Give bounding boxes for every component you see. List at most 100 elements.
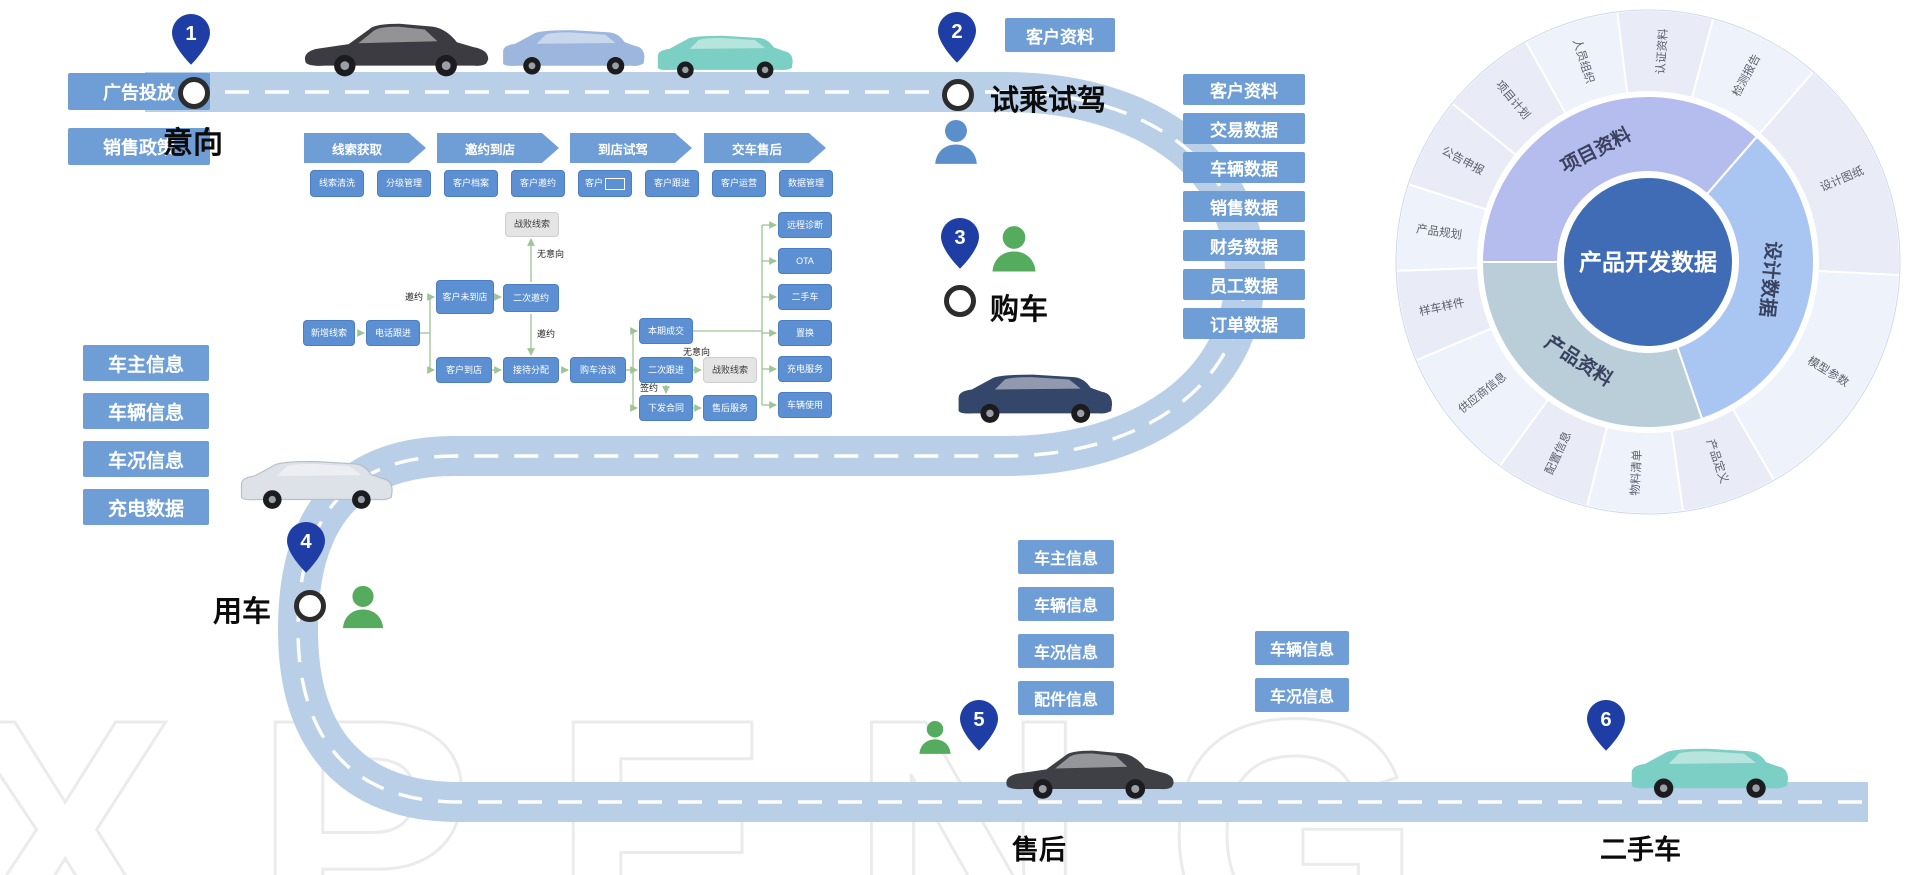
map-pin-3: 3 — [941, 218, 979, 274]
car-suv-icon — [958, 374, 1113, 423]
flow-task-box: 客户跟进 — [645, 170, 699, 197]
customer-data-box: 车辆数据 — [1183, 152, 1305, 183]
car-suv-icon — [503, 30, 645, 75]
flow-edge-label: 邀约 — [405, 292, 424, 302]
flow-edge-label: 签约 — [640, 383, 659, 393]
person-icon-blue — [935, 119, 977, 164]
usage-data-box: 充电数据 — [83, 489, 209, 525]
car-suv-icon — [1631, 748, 1788, 798]
flow-task-box: 客户运营 — [712, 170, 766, 197]
flow-node: 置换 — [778, 320, 832, 346]
flow-phase-header: 到店试驾 — [570, 133, 692, 163]
person-icon-green — [919, 720, 951, 754]
customer-data-box: 订单数据 — [1183, 308, 1305, 339]
aftersales-data-box: 配件信息 — [1018, 681, 1114, 715]
flow-node: 远程诊断 — [778, 212, 832, 238]
flow-node: 客户未到店 — [436, 280, 494, 314]
sunburst-inner-segment — [1480, 261, 1704, 429]
stage-marker-testdrive — [942, 79, 974, 111]
sunburst-center-title: 产品开发数据 — [1579, 249, 1717, 275]
product-development-sunburst: 项目计划人员组织认证资料检测报告设计图纸模型参数产品定义物料清单配置信息供应商信… — [1390, 4, 1920, 529]
road-center-line — [145, 90, 1868, 804]
usage-data-box: 车况信息 — [83, 441, 209, 477]
flow-edge-label: 无意向 — [537, 249, 565, 259]
flow-node: 新增线索 — [303, 320, 355, 346]
sunburst-label: 物料清单 — [1628, 449, 1644, 496]
flow-node: 售后服务 — [703, 395, 757, 421]
flow-node: 二手车 — [778, 284, 832, 310]
pin-2-number: 2 — [951, 21, 962, 43]
customer-data-column: 客户资料交易数据车辆数据销售数据财务数据员工数据订单数据 — [1183, 74, 1305, 347]
flow-node: 下发合同 — [639, 395, 693, 421]
test-drive-data-tag: 客户资料 — [1005, 18, 1115, 52]
usage-data-box: 车主信息 — [83, 345, 209, 381]
customer-data-box: 客户资料 — [1183, 74, 1305, 105]
map-pin-5: 5 — [960, 700, 998, 756]
stage-label-intent: 意向 — [163, 127, 223, 160]
flow-node: 车辆使用 — [778, 392, 832, 418]
pin-5-number: 5 — [973, 709, 984, 731]
car-suv-icon — [657, 35, 793, 79]
car-sedan-icon — [1006, 750, 1174, 799]
sunburst-inner-segment — [1676, 135, 1815, 421]
flow-node: 二次邀约 — [503, 284, 559, 312]
flow-phase-header: 线索获取 — [304, 133, 426, 163]
flow-node: 充电服务 — [778, 356, 832, 382]
stage-marker-purchase — [944, 285, 976, 317]
sunburst-label: 认证资料 — [1653, 28, 1670, 75]
flow-task-box: 线索清洗 — [310, 170, 364, 197]
blank-field — [605, 177, 625, 190]
flow-task-box: 客户 — [578, 170, 632, 197]
map-pin-1: 1 — [172, 14, 210, 70]
map-pin-4: 4 — [287, 522, 325, 578]
customer-data-box: 员工数据 — [1183, 269, 1305, 300]
flow-node-lost-lead: 战败线索 — [505, 212, 559, 237]
stage-label-aftersales: 售后 — [1012, 835, 1066, 865]
stage-label-testdrive: 试乘试驾 — [990, 85, 1107, 117]
aftersales-data-column: 车主信息车辆信息车况信息配件信息 — [1018, 540, 1114, 728]
stage-label-usage: 用车 — [213, 596, 272, 628]
usedcar-data-box: 车况信息 — [1255, 678, 1349, 712]
flow-node: 购车洽谈 — [570, 357, 626, 383]
flow-edge-label: 邀约 — [537, 329, 556, 339]
stage-label-usedcar: 二手车 — [1600, 835, 1681, 865]
map-pin-2: 2 — [938, 12, 976, 68]
car-sedan-icon — [304, 23, 489, 77]
flow-node: 接待分配 — [503, 357, 559, 383]
watermark-xpeng: XPENG — [0, 649, 1501, 875]
flow-node: 电话跟进 — [366, 320, 420, 346]
flow-task-box: 分级管理 — [377, 170, 431, 197]
person-icon-green — [342, 585, 384, 629]
flow-phase-header: 交车售后 — [704, 133, 826, 163]
aftersales-data-box: 车况信息 — [1018, 634, 1114, 668]
flow-node: 本期成交 — [639, 318, 693, 344]
flow-node-lost-lead: 战败线索 — [703, 357, 757, 383]
usage-data-box: 车辆信息 — [83, 393, 209, 429]
usedcar-data-column: 车辆信息车况信息 — [1255, 631, 1349, 725]
sunburst-outline — [1395, 9, 1901, 515]
person-icon-green — [992, 226, 1036, 272]
aftersales-data-box: 车主信息 — [1018, 540, 1114, 574]
customer-data-box: 交易数据 — [1183, 113, 1305, 144]
stage-label-purchase: 购车 — [990, 294, 1049, 326]
sunburst-svg: 项目计划人员组织认证资料检测报告设计图纸模型参数产品定义物料清单配置信息供应商信… — [1395, 9, 1901, 515]
sunburst-center — [1560, 174, 1736, 350]
flow-task-box: 客户邀约 — [511, 170, 565, 197]
flow-phase-header: 邀约到店 — [437, 133, 559, 163]
pin-1-number: 1 — [185, 23, 196, 45]
pin-6-number: 6 — [1600, 709, 1611, 731]
flow-node: OTA — [778, 248, 832, 274]
car-suv-icon — [240, 460, 393, 509]
flow-edge-label: 无意向 — [683, 347, 711, 357]
sunburst-inner-segment — [1480, 95, 1759, 263]
customer-data-box: 销售数据 — [1183, 191, 1305, 222]
flow-task-box: 客户档案 — [444, 170, 498, 197]
aftersales-data-box: 车辆信息 — [1018, 587, 1114, 621]
map-pin-6: 6 — [1587, 700, 1625, 756]
pin-3-number: 3 — [954, 227, 965, 249]
flow-node: 二次跟进 — [639, 357, 693, 383]
flow-task-box: 数据管理 — [779, 170, 833, 197]
usage-data-column: 车主信息车辆信息车况信息充电数据 — [83, 345, 209, 537]
